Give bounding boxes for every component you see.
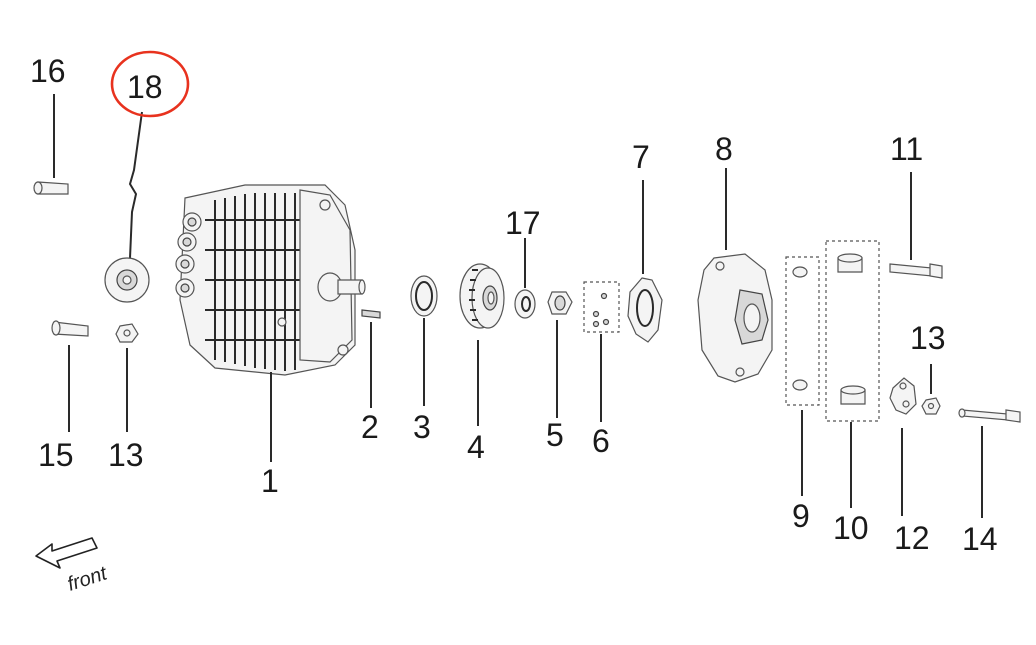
- callout-17: 17: [505, 205, 541, 241]
- part-8-cover: [697, 253, 773, 383]
- callout-18: 18: [127, 69, 163, 105]
- part-14-bolt: [958, 408, 1021, 423]
- part-11-bolt: [889, 263, 943, 279]
- part-2-key: [361, 309, 381, 319]
- callout-6: 6: [592, 423, 610, 459]
- callout-9: 9: [792, 498, 810, 534]
- callout-1: 1: [261, 463, 279, 499]
- part-3-ring: [410, 275, 438, 317]
- part-13-nut-left: [115, 323, 139, 343]
- front-arrow-icon: [35, 537, 98, 569]
- callout-13-left: 13: [108, 437, 144, 473]
- part-13-nut-right: [921, 397, 941, 415]
- callout-14: 14: [962, 521, 998, 557]
- callout-16: 16: [30, 53, 66, 89]
- callout-15: 15: [38, 437, 74, 473]
- part-7-plate: [627, 277, 663, 343]
- part-10-spacers: [825, 240, 880, 422]
- part-17-washer: [514, 289, 536, 319]
- callout-10: 10: [833, 510, 869, 546]
- callout-4: 4: [467, 429, 485, 465]
- part-15-pin: [51, 320, 89, 337]
- callout-8: 8: [715, 131, 733, 167]
- callout-12: 12: [894, 520, 930, 556]
- part-1-motor: [175, 184, 366, 376]
- callout-13-right: 13: [910, 320, 946, 356]
- callout-11: 11: [890, 131, 923, 167]
- highlight-circle-18: [110, 50, 190, 118]
- part-4-pulley: [459, 263, 505, 329]
- part-5-nut: [547, 291, 573, 315]
- part-16-pin: [33, 181, 69, 195]
- callout-5: 5: [546, 417, 564, 453]
- part-12-bracket: [889, 377, 917, 415]
- part-9-bolts: [785, 256, 820, 406]
- callout-2: 2: [361, 409, 379, 445]
- callout-3: 3: [413, 409, 431, 445]
- part-6-screws: [583, 281, 620, 333]
- callout-7: 7: [632, 139, 650, 175]
- front-label: front: [65, 562, 111, 596]
- part-18-sensor: [104, 111, 150, 303]
